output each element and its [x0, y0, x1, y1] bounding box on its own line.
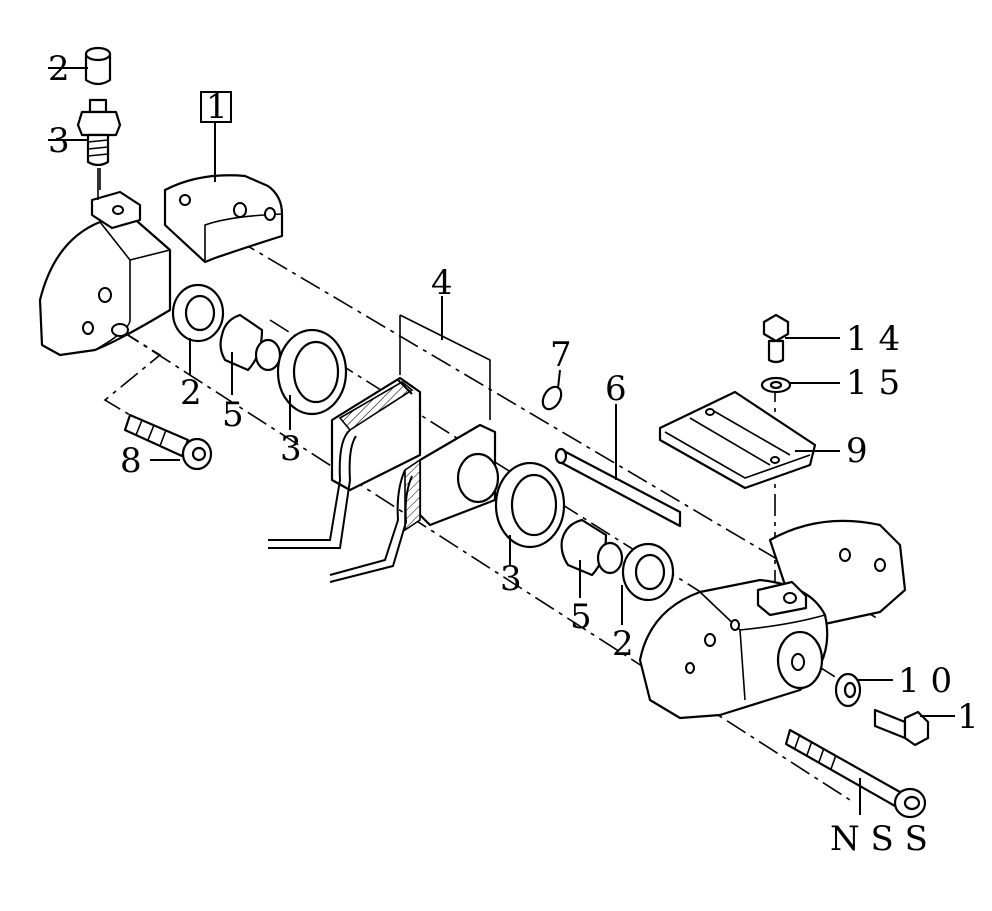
screw-8 — [123, 413, 213, 471]
callout-9: 9 — [846, 431, 868, 471]
right-brake-pad — [329, 423, 500, 583]
right-housing — [638, 519, 907, 720]
left-large-washer — [276, 328, 348, 416]
washer-15 — [760, 376, 792, 394]
callout-1-boxed: 1 — [206, 87, 228, 127]
shield-sheet — [399, 314, 491, 420]
callout-2-top: 2 — [48, 49, 70, 89]
washer-10 — [834, 672, 862, 708]
callout-4: 4 — [431, 263, 453, 303]
top-fitting — [76, 98, 122, 200]
long-screw — [784, 728, 927, 819]
guide-pin — [554, 447, 682, 528]
callout-1-right: 1 — [957, 697, 979, 737]
right-bushing — [560, 518, 624, 577]
callout-5-right: 5 — [570, 597, 592, 637]
callout-3-left: 3 — [280, 429, 302, 469]
callout-1-box — [200, 91, 232, 123]
leader-lines — [48, 67, 955, 815]
top-plug — [84, 46, 112, 86]
callout-2-left: 2 — [180, 373, 202, 413]
o-ring — [541, 385, 563, 411]
right-seal-ring — [621, 542, 675, 602]
callout-labels: 2 3 1 4 7 6 1 4 1 5 9 2 5 3 8 3 5 2 1 0 … — [48, 49, 979, 859]
callout-5-left: 5 — [222, 395, 244, 435]
spring-plate — [658, 390, 817, 490]
left-seal-ring — [171, 283, 225, 343]
bolt-14 — [762, 313, 790, 364]
callout-3-right: 3 — [500, 559, 522, 599]
callout-nss: N S S — [830, 819, 928, 859]
callout-6: 6 — [605, 369, 627, 409]
callout-14: 1 4 — [846, 319, 900, 359]
left-brake-pad — [268, 376, 422, 549]
callout-8: 8 — [120, 441, 142, 481]
callout-2-right: 2 — [612, 624, 634, 664]
left-upper-housing — [163, 174, 284, 264]
left-bushing — [219, 313, 282, 372]
left-lower-housing — [38, 190, 172, 357]
right-large-washer — [494, 461, 566, 549]
callout-3-top: 3 — [48, 121, 70, 161]
bolt-1 — [873, 708, 930, 747]
callout-15: 1 5 — [846, 363, 900, 403]
callout-7: 7 — [550, 335, 572, 375]
callout-10: 1 0 — [898, 661, 952, 701]
